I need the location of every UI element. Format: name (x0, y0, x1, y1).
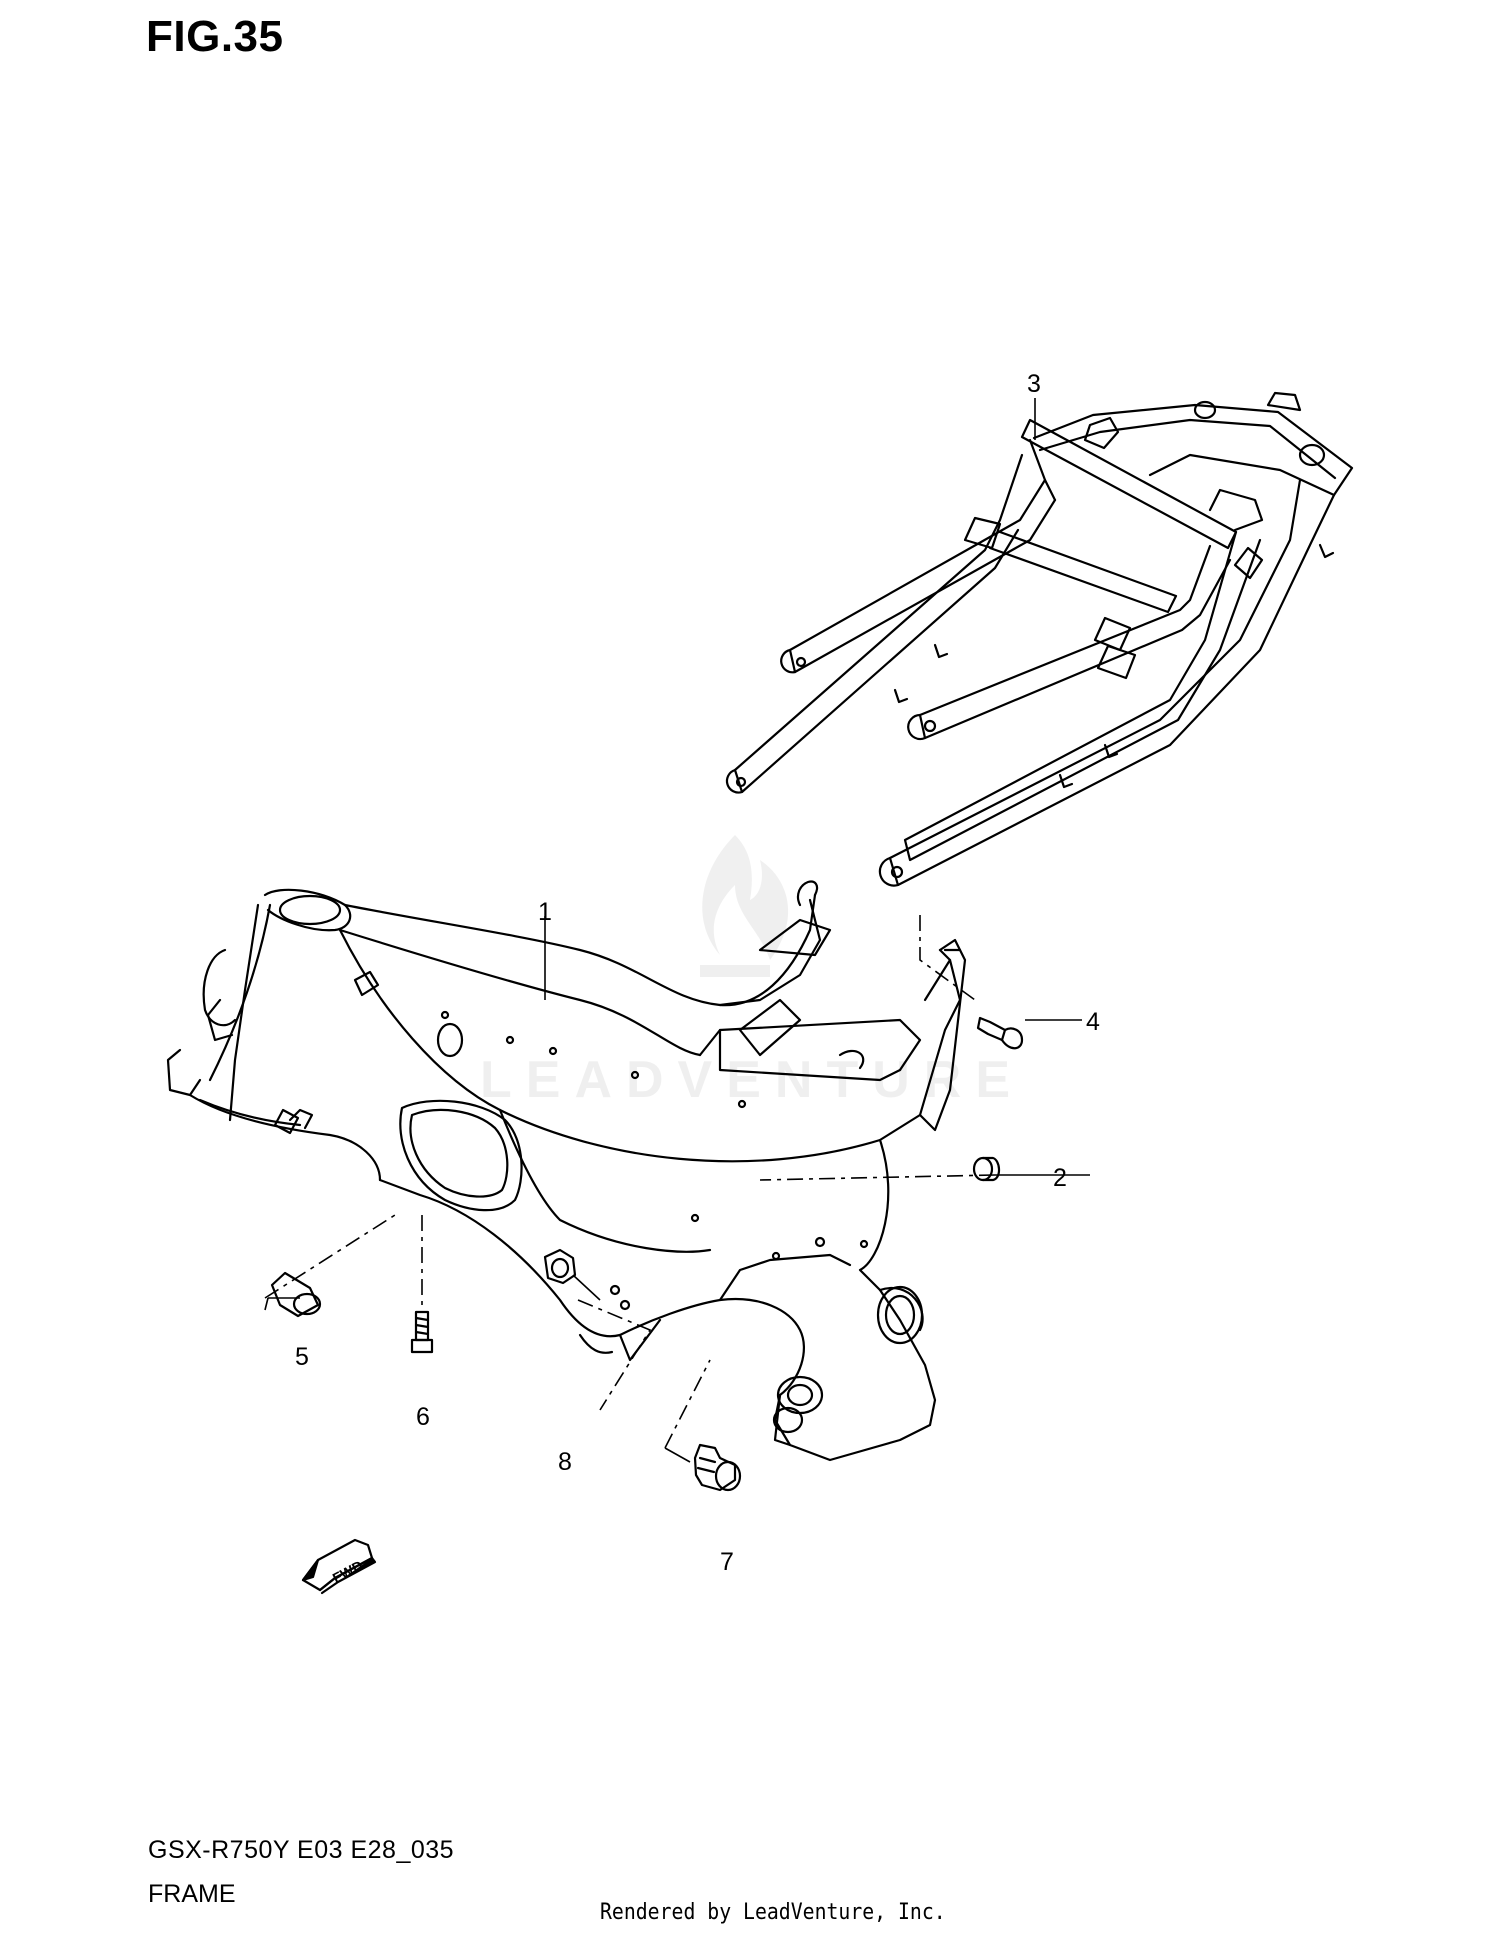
cap (972, 1156, 1001, 1182)
callout-7: 7 (720, 1548, 734, 1576)
leader-lines (264, 398, 1090, 1463)
callout-2: 2 (1053, 1164, 1067, 1192)
section-name: FRAME (148, 1880, 236, 1908)
nut (543, 1248, 577, 1285)
callout-6: 6 (416, 1403, 430, 1431)
flame-logo-icon (700, 835, 789, 977)
watermark-text: LEADVENTURE (480, 1051, 1025, 1109)
grommet (693, 1443, 742, 1492)
callout-1: 1 (538, 898, 552, 926)
render-credit: Rendered by LeadVenture, Inc. (600, 1900, 946, 1925)
bolt (976, 1016, 1024, 1050)
callout-8: 8 (558, 1448, 572, 1476)
forward-arrow-icon (301, 1538, 377, 1595)
bushing (270, 1271, 322, 1318)
bolt (410, 1310, 434, 1354)
callout-4: 4 (1086, 1008, 1100, 1036)
main-frame (166, 880, 967, 1462)
callout-5: 5 (295, 1343, 309, 1371)
seat-rail (725, 391, 1354, 887)
figure-title: FIG.35 (146, 12, 284, 61)
callout-3: 3 (1027, 370, 1041, 398)
model-code: GSX-R750Y E03 E28_035 (148, 1836, 455, 1864)
